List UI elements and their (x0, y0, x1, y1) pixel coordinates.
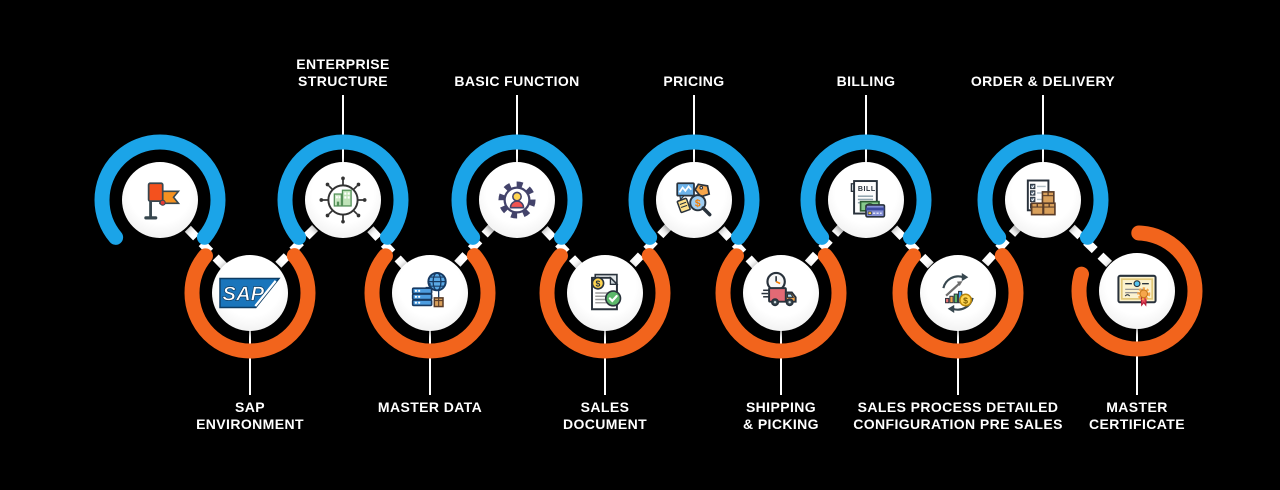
label-basic-function: BASIC FUNCTION (387, 73, 647, 90)
dollar-sign: $ (963, 295, 968, 305)
dollar-sign: $ (695, 199, 701, 210)
process-cycle-icon: $ (942, 272, 974, 314)
gear-user-icon (498, 181, 536, 219)
label-billing: BILLING (736, 73, 996, 90)
label-line-1: PRICING (663, 73, 725, 89)
node-sales-process: $ (920, 255, 996, 331)
ring-arc-basic-function (451, 134, 583, 266)
label-enterprise-structure: ENTERPRISE STRUCTURE (213, 56, 473, 90)
price-analysis-icon: $ (676, 182, 712, 217)
label-line-2: CERTIFICATE (1089, 416, 1185, 432)
node-pricing: $ (656, 162, 732, 238)
certificate-icon (1117, 274, 1157, 307)
label-line-1: SAP (235, 399, 265, 415)
label-line-1: ENTERPRISE (296, 56, 390, 72)
label-pricing: PRICING (564, 73, 824, 90)
label-line-2: ENVIRONMENT (196, 416, 304, 432)
node-sap-environment: SAP (212, 255, 288, 331)
node-billing: BILL (828, 162, 904, 238)
label-line-1: BILLING (836, 73, 896, 89)
dollar-sign: $ (596, 279, 601, 289)
label-master-data: MASTER DATA (300, 399, 560, 416)
ring-arc-enterprise-structure (277, 134, 409, 266)
ring-arc-master-certificate (1071, 225, 1203, 357)
ring-arc-master-data (364, 227, 496, 359)
label-line-2: & PICKING (743, 416, 819, 432)
bill-payment-icon: BILL (850, 180, 886, 218)
label-sap-environment: SAP ENVIRONMENT (120, 399, 380, 433)
node-kick-off (122, 162, 198, 238)
bill-title: BILL (858, 186, 876, 193)
ring-arc-sales-process (892, 227, 1024, 359)
label-line-1: SHIPPING (745, 399, 817, 415)
order-checklist-icon (1026, 179, 1056, 216)
ring-arc-sap-environment (184, 227, 316, 359)
ring-arc-kick-off (94, 134, 226, 266)
label-line-1: MASTER DATA (377, 399, 483, 415)
node-enterprise-structure (305, 162, 381, 238)
node-master-data (392, 255, 468, 331)
sap-logo-icon: SAP (219, 277, 281, 309)
document-check-icon: $ (591, 273, 622, 311)
label-line-1: SALES (580, 399, 630, 415)
node-order-delivery (1005, 162, 1081, 238)
ring-arc-shipping-picking (715, 227, 847, 359)
node-master-certificate (1099, 253, 1175, 329)
label-line-1: MASTER (1106, 399, 1168, 415)
ring-arc-billing (800, 134, 932, 266)
delivery-truck-icon (761, 271, 797, 307)
label-line-2: CONFIGURATION PRE SALES (853, 416, 1063, 432)
enterprise-network-icon (319, 176, 367, 224)
label-line-2: STRUCTURE (298, 73, 388, 89)
label-line-1: ORDER & DELIVERY (970, 73, 1116, 89)
label-line-2: DOCUMENT (562, 416, 648, 432)
label-order-delivery: ORDER & DELIVERY (913, 73, 1173, 90)
label-line-1: SALES PROCESS DETAILED (857, 399, 1059, 415)
node-basic-function (479, 162, 555, 238)
server-globe-icon (411, 271, 447, 308)
ring-arc-sales-document (539, 227, 671, 359)
flag-icon (144, 182, 181, 220)
progress-rings (94, 134, 1203, 359)
ring-arc-order-delivery (977, 134, 1109, 266)
label-line-1: BASIC FUNCTION (454, 73, 580, 89)
sap-logo-text: SAP (222, 283, 264, 305)
node-shipping-picking (743, 255, 819, 331)
label-master-certificate: MASTER CERTIFICATE (1007, 399, 1267, 433)
label-shipping-picking: SHIPPING & PICKING (651, 399, 911, 433)
node-sales-document: $ (567, 255, 643, 331)
ring-arc-pricing (628, 134, 760, 266)
label-sales-document: SALES DOCUMENT (475, 399, 735, 433)
label-sales-process: SALES PROCESS DETAILED CONFIGURATION PRE… (828, 399, 1088, 433)
